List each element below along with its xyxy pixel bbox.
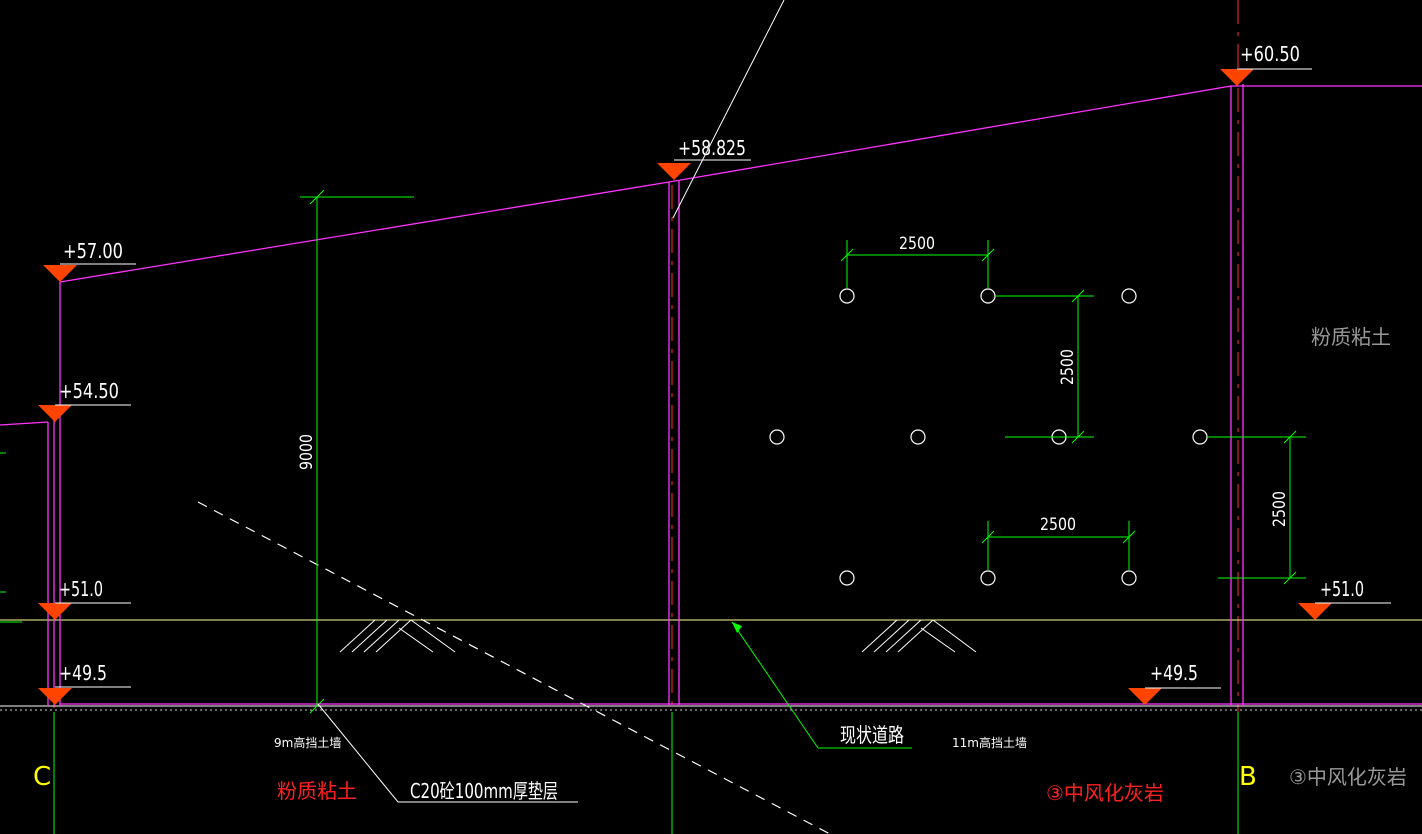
anchor-circle	[910, 429, 926, 445]
anchor-circle	[1192, 429, 1208, 445]
rock-label-red: ③中风化灰岩	[1046, 781, 1164, 805]
anchor-circle	[1121, 288, 1137, 304]
dimension-label-wall-height: 9000	[297, 434, 317, 470]
wall-label-9m: 9m高挡土墙	[274, 735, 341, 750]
elevation-label-c-mid: +54.50	[59, 379, 119, 403]
elevation-marker-right-51	[1298, 602, 1391, 620]
dimension-label-spacing-bottom: 2500	[1040, 515, 1076, 535]
soil-label-right: 粉质粘土	[1311, 325, 1391, 349]
hatch-symbol-left	[339, 619, 456, 653]
elevation-label-b-top: +60.50	[1240, 42, 1300, 66]
anchor-circle	[980, 570, 996, 586]
elevation-marker-c-495	[38, 686, 131, 705]
axis-lines	[53, 0, 1239, 834]
axis-label-c: C	[33, 762, 51, 792]
soil-label-left: 粉质粘土	[277, 779, 357, 803]
anchor-circle	[1121, 570, 1137, 586]
dimension-label-spacing-vertical-1: 2500	[1058, 349, 1078, 385]
cushion-label: C20砼100mm厚垫层	[410, 779, 558, 803]
elevation-label-c-top: +57.00	[63, 239, 123, 263]
dimension-lines	[0, 189, 1306, 749]
anchor-circle	[839, 288, 855, 304]
wall-label-11m: 11m高挡土墙	[952, 735, 1027, 750]
elevation-marker-mid-top	[657, 159, 751, 180]
anchor-circle	[769, 429, 785, 445]
hatch-symbol-right	[861, 619, 977, 653]
axis-label-b: B	[1239, 762, 1257, 792]
elevation-marker-c-mid	[38, 404, 131, 422]
elevation-label-right-495: +49.5	[1150, 661, 1198, 685]
dimension-texts: 9000 2500 2500 2500 2500	[297, 234, 1290, 535]
elevation-markers	[38, 68, 1391, 705]
elevation-marker-c-51	[38, 602, 131, 620]
retaining-wall-outline	[0, 84, 1422, 706]
dimension-label-spacing-top: 2500	[899, 234, 935, 254]
dashed-slope-line	[197, 501, 831, 834]
axis-green-lines	[53, 712, 1239, 834]
road-leader-arrow	[732, 622, 742, 633]
anchor-circle	[839, 570, 855, 586]
rock-label-grey: ③中风化灰岩	[1289, 765, 1407, 789]
elevation-label-c-495: +49.5	[59, 661, 107, 685]
elevation-texts: +57.00 +54.50 +51.0 +49.5 +58.825 +60.50…	[59, 42, 1364, 685]
cushion-leader	[317, 703, 578, 803]
elevation-marker-b-top	[1220, 68, 1312, 86]
dimension-label-spacing-vertical-2: 2500	[1270, 491, 1290, 527]
elevation-label-mid-top: +58.825	[678, 136, 746, 160]
anchor-circle	[980, 288, 996, 304]
elevation-label-right-51: +51.0	[1320, 577, 1364, 601]
elevation-marker-right-495	[1128, 687, 1221, 705]
elevation-marker-c-top	[43, 263, 136, 282]
elevation-label-c-51: +51.0	[59, 577, 103, 601]
sloped-line-top	[672, 0, 785, 219]
road-label: 现状道路	[840, 723, 904, 747]
